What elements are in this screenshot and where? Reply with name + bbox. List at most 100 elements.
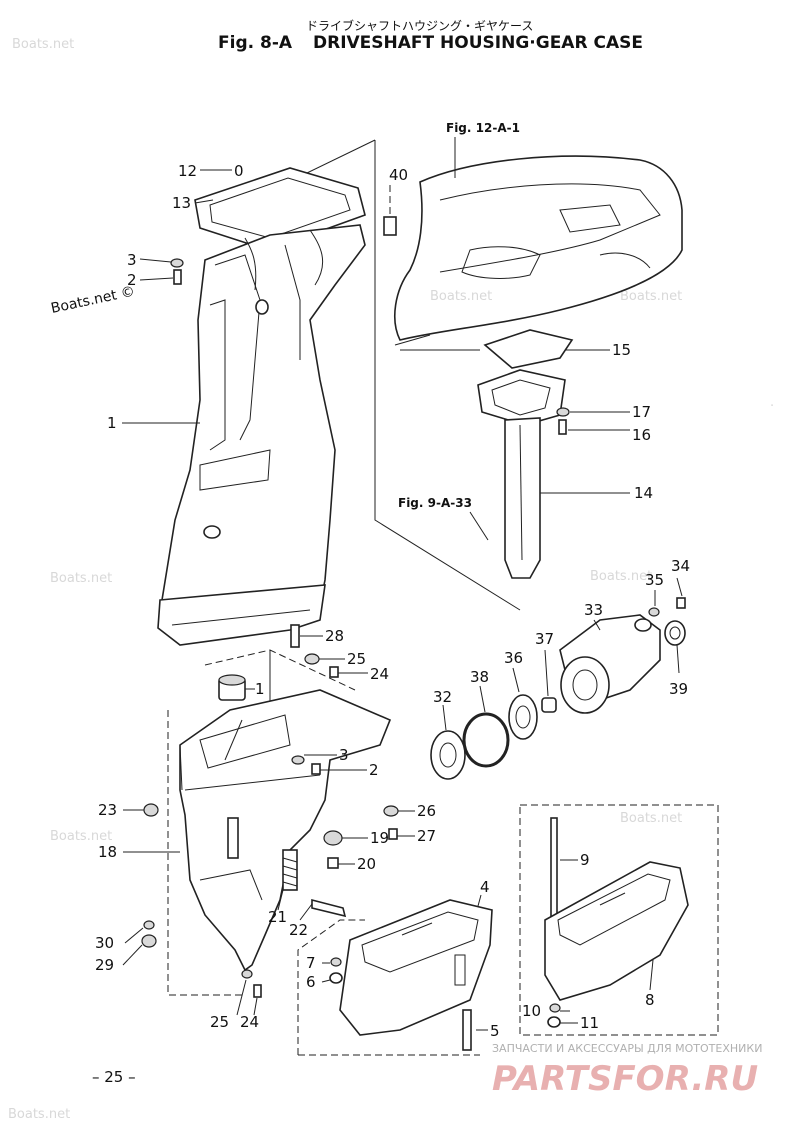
callout-number: 3: [339, 746, 349, 764]
part-7-washer: [330, 957, 342, 967]
figure-number: Fig. 8-A: [218, 33, 293, 53]
figure-reference: Fig. 12-A-1: [446, 121, 520, 135]
callout-number: 35: [645, 571, 664, 589]
callout-number: 24: [240, 1013, 259, 1031]
callout-number: 28: [325, 627, 344, 645]
watermark: Boats.net: [8, 1107, 70, 1122]
part-24-bolt: [329, 666, 339, 678]
callout-number: 10: [522, 1002, 541, 1020]
part-32-bearing: [430, 730, 466, 780]
assembly-boundary: [374, 140, 521, 611]
part-28-dowel-pin: [290, 624, 300, 648]
part-39-seal: [664, 620, 686, 646]
callout-number: 32: [433, 688, 452, 706]
part-8-lower-case: [544, 861, 689, 1001]
figure-reference: Fig. 9-A-33: [398, 496, 472, 510]
part-25-washer: [304, 653, 320, 665]
callout-number: 2: [369, 761, 379, 779]
callout-number: 2: [127, 271, 137, 289]
part-38-o-ring: [462, 712, 510, 768]
title-japanese: ドライブシャフトハウジング・ギヤケース: [306, 18, 533, 33]
part-3-washer: [291, 755, 305, 765]
callout-number: 40: [389, 166, 408, 184]
lower-unit-boundary: [297, 919, 365, 1055]
lower-case-boundary: [519, 804, 719, 1036]
callout-number: 24: [370, 665, 389, 683]
callout-numbers: 12 0 13 3 2 40 1 15 17 16 14 34 35 33 28…: [95, 162, 690, 1040]
part-22-bolt: [311, 898, 347, 918]
callout-number: 36: [504, 649, 523, 667]
part-1-driveshaft-housing: [157, 224, 366, 646]
callout-number: 30: [95, 934, 114, 952]
callout-number: 25: [210, 1013, 229, 1031]
watermark-prominent: Boats.net ©: [50, 284, 137, 317]
part-37-needle-bearing: [541, 697, 557, 713]
part-24-bolt: [253, 984, 262, 998]
callout-number: 0: [234, 162, 244, 180]
callout-number: 18: [98, 843, 117, 861]
part-18-gear-case: [179, 689, 392, 972]
callout-number: 4: [480, 878, 490, 896]
callout-number: 27: [417, 827, 436, 845]
page-title: DRIVESHAFT HOUSING·GEAR CASE: [313, 33, 643, 53]
part-30-washer: [143, 920, 155, 930]
callout-number: 1: [255, 680, 265, 698]
part-16-bolt: [558, 419, 567, 435]
callout-number: 16: [632, 426, 651, 444]
brand-logo: PARTSFOR.RU: [492, 1059, 758, 1099]
gearcase-boundary: [167, 710, 245, 996]
part-3-washer: [170, 258, 184, 268]
part-15-gasket: [483, 329, 574, 369]
callout-number: 1: [107, 414, 117, 432]
callout-number: 19: [370, 829, 389, 847]
part-9-stud: [550, 817, 558, 919]
leader-lines: [122, 169, 683, 1031]
part-11-nut: [547, 1016, 561, 1028]
callout-number: 21: [268, 908, 287, 926]
callout-number: 5: [490, 1022, 500, 1040]
part-6-nut: [329, 972, 343, 984]
watermark: Boats.net: [620, 289, 682, 304]
callout-number: 8: [645, 991, 655, 1009]
watermark: Boats.net: [50, 829, 112, 844]
watermark: ·: [770, 399, 774, 414]
brand-subtitle: ЗАПЧАСТИ И АКСЕССУАРЫ ДЛЯ МОТОТЕХНИКИ: [492, 1042, 762, 1055]
callout-number: 6: [306, 973, 316, 991]
part-23-plug: [143, 803, 159, 817]
watermark: Boats.net: [430, 289, 492, 304]
watermark: Boats.net: [50, 571, 112, 586]
bottom-cowl-outline: [394, 155, 683, 351]
callout-number: 25: [347, 650, 366, 668]
part-34-bolt: [676, 597, 686, 609]
callout-number: 23: [98, 801, 117, 819]
callout-number: 29: [95, 956, 114, 974]
callout-number: 37: [535, 630, 554, 648]
watermark: Boats.net: [590, 569, 652, 584]
part-4-cover: [339, 899, 493, 1036]
part-26-washer: [383, 805, 399, 817]
part-29-plug: [141, 934, 157, 948]
part-14-exhaust-pipe: [477, 369, 566, 579]
part-40-grommet: [383, 216, 397, 236]
callout-number: 11: [580, 1014, 599, 1032]
part-19-grommet: [323, 830, 343, 846]
part-25-washer: [241, 969, 253, 979]
callout-number: 22: [289, 921, 308, 939]
callout-number: 20: [357, 855, 376, 873]
callout-number: 15: [612, 341, 631, 359]
part-5-stud: [462, 1009, 472, 1051]
part-20-bolt: [327, 857, 339, 869]
part-10-washer: [549, 1003, 561, 1013]
part-17-washer: [556, 407, 570, 417]
callout-number: 39: [669, 680, 688, 698]
part-2-bolt: [311, 763, 321, 775]
part-36-bearing: [508, 694, 538, 740]
callout-number: 34: [671, 557, 690, 575]
part-33-propeller-shaft-housing: [559, 614, 661, 714]
part-1-plug: [218, 674, 246, 701]
watermark: Boats.net: [12, 37, 74, 52]
page-number: – 25 –: [92, 1068, 136, 1086]
watermark: Boats.net: [620, 811, 682, 826]
